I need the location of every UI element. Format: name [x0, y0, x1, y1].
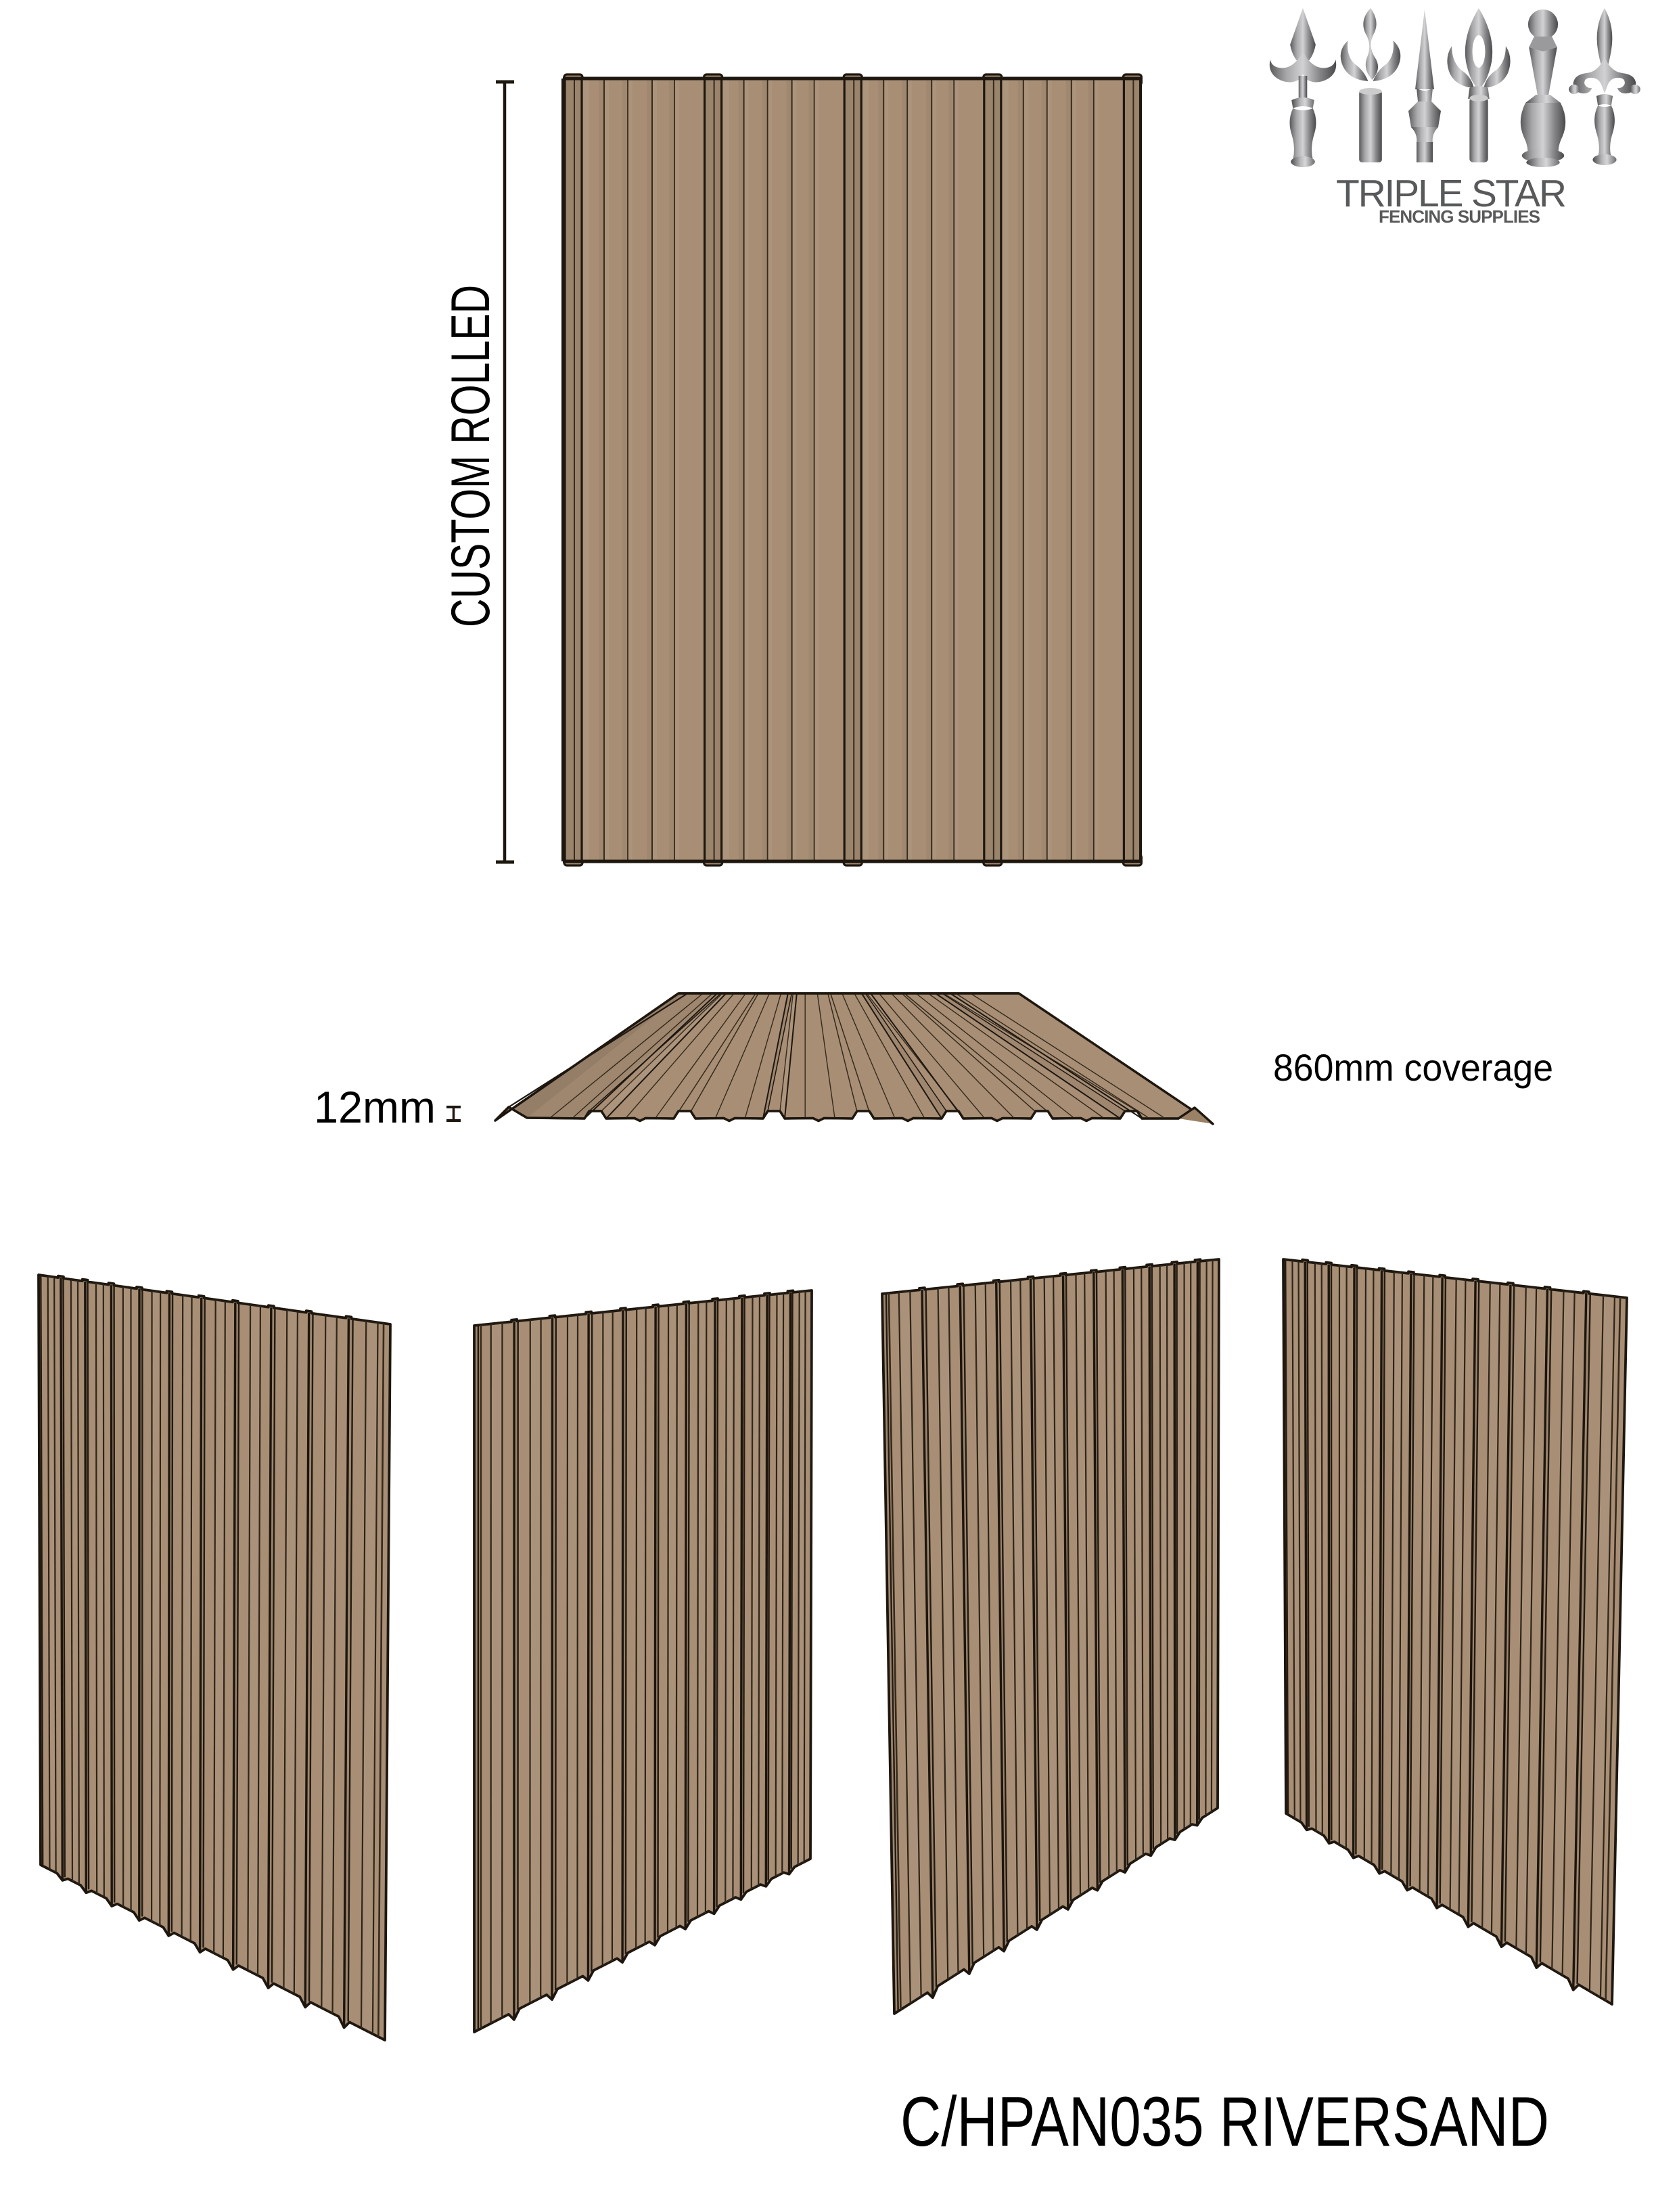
svg-text:12mm: 12mm [314, 1082, 436, 1132]
svg-text:C/HPAN035 RIVERSAND: C/HPAN035 RIVERSAND [900, 2083, 1549, 2161]
svg-text:CUSTOM ROLLED: CUSTOM ROLLED [440, 285, 501, 627]
svg-text:860mm coverage: 860mm coverage [1273, 1046, 1553, 1089]
svg-text:FENCING SUPPLIES: FENCING SUPPLIES [1379, 206, 1540, 227]
